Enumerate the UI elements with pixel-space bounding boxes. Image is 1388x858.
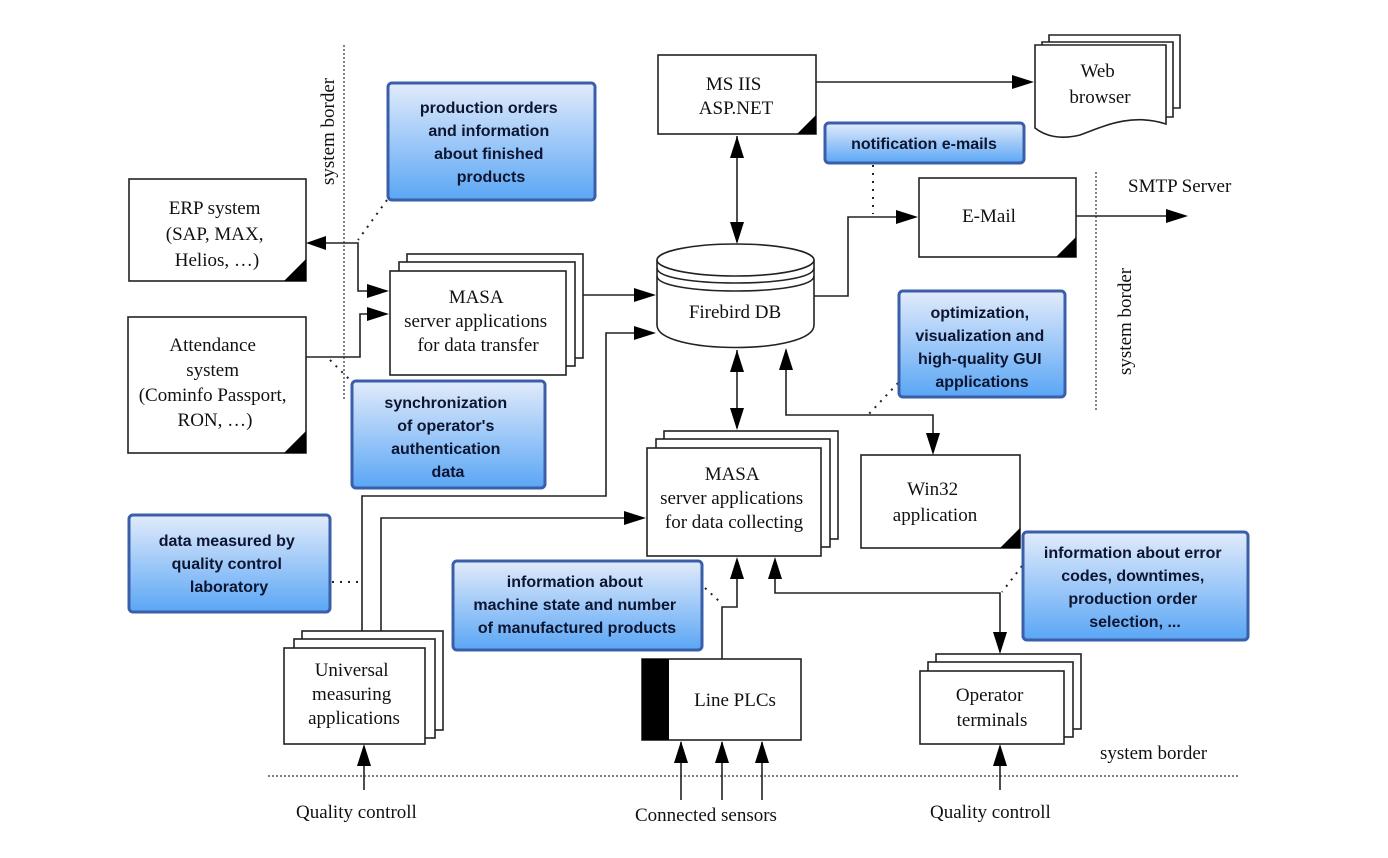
firebird-db-node[interactable]: Firebird DB [656, 243, 815, 349]
attendance-system-node[interactable]: Attendance system (Cominfo Passport, RON… [127, 316, 307, 454]
svg-text:synchronization of opera: synchronization of operator's authentica… [384, 395, 511, 481]
arrow-iis-to-firebird [730, 222, 744, 244]
smtp-server-label: SMTP Server [1128, 176, 1232, 197]
arrow-to-iis [730, 136, 744, 158]
arrow-quality-to-universal [357, 744, 371, 766]
arrow-to-firebird-1 [634, 288, 656, 302]
arrow-to-browser [1012, 75, 1034, 89]
email-label: E-Mail [962, 206, 1016, 227]
arrow-to-terminals [993, 632, 1007, 654]
arrow-down-to-masa-collect [730, 408, 744, 430]
attendance-masa-connector [306, 313, 386, 358]
arrow-sensor-2 [715, 741, 729, 763]
svg-text:information about error: information about error codes, downtimes… [1044, 545, 1226, 631]
svg-text:optimization, visualizat: optimization, visualization and high-qua… [915, 305, 1048, 391]
svg-text:data measured by quality: data measured by quality control laborat… [159, 533, 300, 596]
arrow-erp-to-masa [367, 284, 389, 298]
callout-optimization: optimization, visualization and high-qua… [897, 289, 1067, 399]
web-browser-node[interactable]: Web browser [1034, 34, 1181, 138]
arrow-sensor-1 [674, 741, 688, 763]
masa-data-collecting-node[interactable]: MASA server applications for data collec… [646, 430, 839, 557]
callout-notification-emails: notification e-mails [823, 121, 1026, 165]
svg-text:production orders and in: production orders and information about … [420, 100, 562, 186]
arrow-sensor-3 [755, 741, 769, 763]
callout-synchronization: synchronization of operator's authentica… [350, 379, 547, 490]
callout-production-orders: production orders and information about … [386, 81, 597, 202]
universal-measuring-label: Universal measuring applications [308, 660, 400, 729]
leader-optimization [866, 382, 899, 417]
line-plcs-node[interactable]: Line PLCs [641, 658, 802, 741]
win32-application-label: Win32 application [893, 479, 978, 526]
quality-controll-left-label: Quality controll [296, 802, 417, 823]
arrow-to-smtp [1166, 209, 1188, 223]
leader-error-codes [1001, 565, 1023, 593]
masa-data-transfer-label: MASA server applications for data transf… [404, 287, 552, 356]
callout-error-codes: information about error codes, downtimes… [1021, 530, 1250, 642]
ms-iis-node[interactable]: MS IIS ASP.NET [657, 54, 817, 135]
erp-system-node[interactable]: ERP system (SAP, MAX, Helios, …) [128, 178, 307, 282]
email-node[interactable]: E-Mail [918, 177, 1077, 258]
arrow-up-to-firebird [730, 350, 744, 372]
svg-text:notification e-mails: notification e-mails [851, 136, 997, 153]
universal-measuring-node[interactable]: Universal measuring applications [283, 630, 444, 745]
erp-masa-connector [308, 242, 386, 292]
terminals-masa-connector [774, 560, 1001, 652]
arrow-to-firebird-2 [634, 326, 656, 340]
quality-controll-right-label: Quality controll [930, 802, 1051, 823]
win32-application-node[interactable]: Win32 application [860, 454, 1021, 549]
arrow-attendance-to-masa [367, 307, 389, 321]
operator-terminals-label: Operator terminals [956, 685, 1028, 731]
firebird-db-label: Firebird DB [689, 302, 781, 323]
line-plcs-label: Line PLCs [694, 690, 776, 711]
arrow-win32-to-firebird [779, 348, 793, 370]
arrow-terminals-to-masa [768, 557, 782, 579]
callout-quality-lab: data measured by quality control laborat… [127, 513, 332, 614]
system-border-bottom-label: system border [1100, 743, 1208, 764]
arrow-to-masa-collect [624, 511, 646, 525]
ms-iis-label: MS IIS ASP.NET [699, 74, 774, 119]
masa-data-transfer-node[interactable]: MASA server applications for data transf… [389, 253, 584, 376]
plc-masa-connector [721, 560, 738, 659]
arrow-to-win32 [926, 433, 940, 455]
firebird-email-connector [814, 216, 914, 297]
arrow-plc-to-masa [730, 557, 744, 579]
leader-synchronization [329, 359, 351, 381]
masa-data-collecting-label: MASA server applications for data collec… [660, 464, 808, 533]
arrow-quality-to-terminals [993, 744, 1007, 766]
connected-sensors-label: Connected sensors [635, 805, 777, 826]
leader-machine-state [704, 587, 721, 603]
leader-production-orders [357, 199, 388, 241]
callout-machine-state: information about machine state and numb… [451, 559, 704, 652]
attendance-system-label: Attendance system (Cominfo Passport, RON… [139, 335, 292, 431]
arrow-to-erp [306, 236, 326, 250]
arrow-to-email [896, 210, 918, 224]
system-border-left-label: system border [318, 77, 339, 185]
operator-terminals-node[interactable]: Operator terminals [919, 653, 1082, 745]
universal-masa-collect-connector [380, 517, 642, 631]
erp-system-label: ERP system (SAP, MAX, Helios, …) [166, 198, 268, 271]
web-browser-label: Web browser [1069, 61, 1131, 108]
system-border-right-label: system border [1115, 267, 1136, 375]
svg-text:information about machin: information about machine state and numb… [473, 574, 680, 637]
universal-firebird-connector [361, 332, 652, 631]
